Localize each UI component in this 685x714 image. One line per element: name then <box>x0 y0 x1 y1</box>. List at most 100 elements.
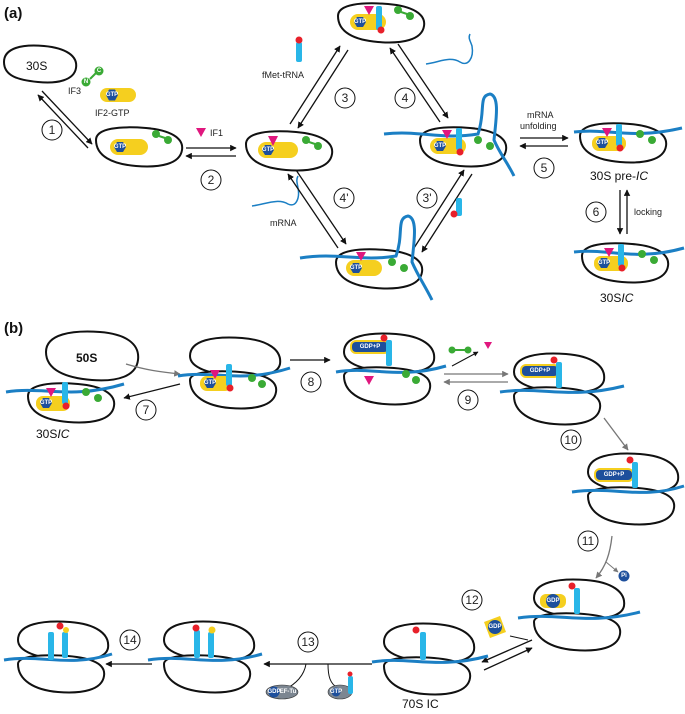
released-if2-gdp: GDP <box>484 616 529 641</box>
step-4-arrows <box>389 43 449 123</box>
svg-text:C: C <box>97 68 102 74</box>
svg-text:GTP: GTP <box>350 265 362 271</box>
complex-30s-if2-if3: GTP <box>94 126 184 168</box>
step-4prime-arrows <box>287 169 347 249</box>
70s-ic-label: 70S IC <box>402 697 439 711</box>
complex-70s-if2-gdp-pi: GDP+P <box>499 352 625 426</box>
svg-text:N: N <box>84 79 88 85</box>
step-12-arrows <box>481 639 533 671</box>
step-2-number: 2 <box>208 173 215 187</box>
step-10-circle <box>560 429 582 451</box>
complex-70s-early: GTP <box>177 336 291 410</box>
if2-gtp-free: GTP IF2-GTP <box>95 88 136 118</box>
if1-free: IF1 <box>196 128 223 138</box>
step-3prime-number: 3' <box>423 191 432 205</box>
complex-30s-if1-if2-if3: GTP <box>244 130 334 172</box>
step-4prime-circle <box>333 187 355 209</box>
step-8-circle <box>300 371 322 393</box>
step-1-number: 1 <box>49 123 56 137</box>
complex-70s-rotated: GDP+P <box>571 452 685 526</box>
complex-30s-trna-top: GTP <box>336 2 426 44</box>
30s-ic-label-b: 30SIC <box>36 427 70 441</box>
if1-label: IF1 <box>210 128 223 138</box>
locking-label: locking <box>634 207 662 217</box>
svg-text:GTP: GTP <box>598 260 610 266</box>
unfold-label-1: mRNA <box>527 110 554 120</box>
unfold-label-2: unfolding <box>520 121 557 131</box>
svg-text:GDP+P: GDP+P <box>604 472 625 478</box>
mrna-free-lower: mRNA <box>251 175 300 228</box>
step-3prime-arrows <box>413 169 473 253</box>
svg-text:GTP: GTP <box>106 92 118 98</box>
step-12-circle <box>461 589 483 611</box>
svg-text:GDP+P: GDP+P <box>530 368 551 374</box>
svg-text:GTP: GTP <box>434 143 446 149</box>
mrna-label: mRNA <box>270 218 297 228</box>
fmet-trna-free-lower <box>450 198 462 218</box>
complex-70s-ic <box>371 622 489 696</box>
step-7-circle <box>135 399 157 421</box>
step-6-number: 6 <box>593 205 600 219</box>
svg-text:GDP+P: GDP+P <box>360 344 381 350</box>
released-pi: Pi <box>605 561 630 582</box>
step-4-circle <box>394 87 416 109</box>
fmet-trna-label: fMet-tRNA <box>262 70 304 80</box>
30s-ic-label-a: 30SIC <box>600 291 634 305</box>
svg-text:GTP: GTP <box>40 400 52 406</box>
svg-text:GTP: GTP <box>596 140 608 146</box>
step-6-arrows <box>616 189 631 235</box>
step-11-circle <box>577 530 599 552</box>
svg-text:EF-Tu: EF-Tu <box>280 689 297 695</box>
svg-text:GTP: GTP <box>330 689 342 695</box>
svg-text:GDP: GDP <box>267 689 280 695</box>
free-30s-label: 30S <box>26 59 47 73</box>
complex-30s-pre-ic: GTP <box>573 122 683 164</box>
step-5-number: 5 <box>541 161 548 175</box>
svg-text:GTP: GTP <box>354 19 366 25</box>
svg-text:GDP: GDP <box>488 624 501 630</box>
free-50s-subunit: 50S <box>44 330 140 382</box>
step-7-number: 7 <box>143 403 150 417</box>
step-11-number: 11 <box>582 534 595 548</box>
step-14-circle <box>119 629 141 651</box>
step-8-number: 8 <box>308 375 315 389</box>
complex-30s-mrna-folded: GTP <box>383 92 516 177</box>
ternary-complex-incoming: GTP <box>327 671 353 700</box>
step-14-number: 14 <box>123 633 137 647</box>
step-3-circle <box>334 87 356 109</box>
step-1-circle <box>41 119 63 141</box>
free-30s-subunit: 30S <box>2 44 78 84</box>
step-10-arrow <box>603 417 629 451</box>
step-7-arrows <box>123 363 181 400</box>
complex-30s-ic-a: GTP <box>573 242 685 284</box>
released-if3-if1 <box>448 342 492 367</box>
step-1-arrows <box>37 90 93 149</box>
step-11-arrow <box>595 535 613 579</box>
panel-a-label: (a) <box>4 5 22 22</box>
step-5-arrows <box>519 134 569 150</box>
step-6-circle <box>585 201 607 223</box>
step-13-circle <box>297 631 319 653</box>
complex-70s-two-trna <box>147 620 263 694</box>
step-9-number: 9 <box>465 393 472 407</box>
step-3-arrows <box>289 45 349 129</box>
svg-text:GTP: GTP <box>204 380 216 386</box>
step-13-number: 13 <box>301 635 315 649</box>
step-9-circle <box>457 389 479 411</box>
svg-text:GDP: GDP <box>546 598 559 604</box>
complex-70s-gdp-pi: GDP+P <box>335 332 447 406</box>
step-9-arrows <box>443 370 509 386</box>
ef-tu-gdp: GDP EF-Tu <box>265 684 299 700</box>
complex-30s-mrna-lower: GTP <box>299 214 434 301</box>
panel-b-label: (b) <box>4 320 23 337</box>
complex-30s-ic-b: GTP <box>5 382 125 424</box>
step-3prime-circle <box>416 187 438 209</box>
svg-text:GTP: GTP <box>262 147 274 153</box>
if3-label: IF3 <box>68 86 81 96</box>
step-10-number: 10 <box>564 433 578 447</box>
svg-text:Pi: Pi <box>621 573 627 579</box>
if2-gtp-label: IF2-GTP <box>95 108 130 118</box>
step-3-number: 3 <box>342 91 349 105</box>
